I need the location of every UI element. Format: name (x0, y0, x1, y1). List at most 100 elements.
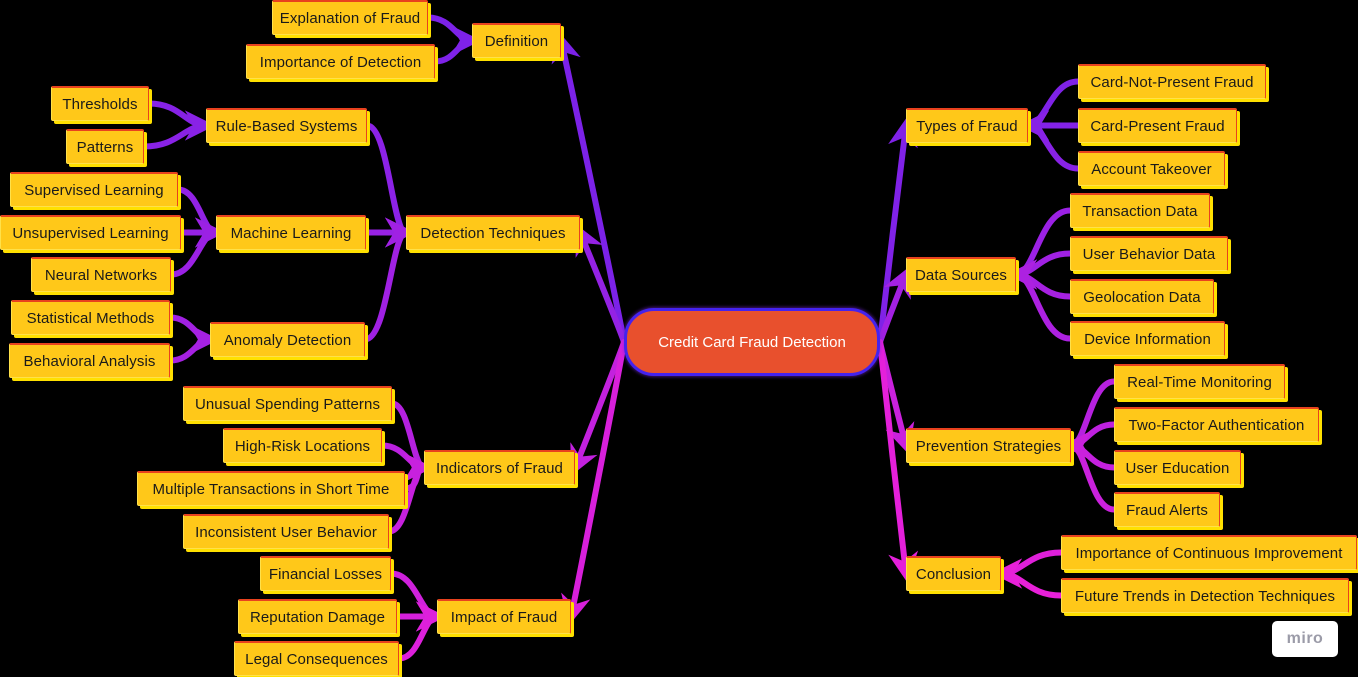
node-label: Machine Learning (230, 224, 352, 242)
node-label: Device Information (1084, 330, 1211, 348)
node-label: Statistical Methods (26, 309, 155, 327)
node-high-risk-locations[interactable]: High-Risk Locations (223, 428, 382, 463)
node-real-time-monitoring[interactable]: Real-Time Monitoring (1114, 364, 1285, 399)
node-label: High-Risk Locations (234, 437, 371, 455)
node-label: Types of Fraud (916, 117, 1018, 135)
edge-high-risk-locations-to-indicators-of-fraud (379, 442, 433, 483)
node-label: Neural Networks (44, 266, 158, 284)
edge-root-to-indicators-of-fraud (570, 339, 627, 476)
node-device-information[interactable]: Device Information (1070, 321, 1225, 356)
node-statistical-methods[interactable]: Statistical Methods (11, 300, 170, 335)
node-label: User Education (1125, 459, 1230, 477)
node-card-present-fraud[interactable]: Card-Present Fraud (1078, 108, 1237, 143)
node-account-takeover[interactable]: Account Takeover (1078, 151, 1225, 186)
node-label: Impact of Fraud (450, 608, 558, 626)
edge-root-to-impact-of-fraud (561, 339, 627, 626)
node-machine-learning[interactable]: Machine Learning (216, 215, 366, 250)
node-label: Geolocation Data (1083, 288, 1201, 306)
edge-root-to-conclusion (877, 339, 919, 583)
node-unusual-spending-patterns[interactable]: Unusual Spending Patterns (183, 386, 392, 421)
edge-legal-consequences-to-impact-of-fraud (396, 601, 446, 662)
node-conclusion[interactable]: Conclusion (906, 556, 1001, 591)
node-label: Real-Time Monitoring (1127, 373, 1272, 391)
edge-root-to-detection-techniques (575, 224, 627, 345)
edge-thresholds-to-rule-based-systems (146, 100, 215, 141)
edge-transaction-data-to-data-sources (1007, 207, 1073, 290)
node-patterns[interactable]: Patterns (66, 129, 144, 164)
edge-explanation-of-fraud-to-definition (425, 14, 481, 56)
node-label: Transaction Data (1082, 202, 1198, 220)
node-label: Unsupervised Learning (12, 224, 169, 242)
node-label: Indicators of Fraud (436, 459, 563, 477)
root-node-root[interactable]: Credit Card Fraud Detection (624, 308, 880, 376)
edge-statistical-methods-to-anomaly-detection (167, 314, 219, 355)
edge-root-to-prevention-strategies (877, 339, 915, 455)
node-importance-of-continuous-improvement[interactable]: Importance of Continuous Improvement (1061, 535, 1357, 570)
edge-unusual-spending-patterns-to-indicators-of-fraud (389, 400, 433, 483)
node-reputation-damage[interactable]: Reputation Damage (238, 599, 397, 634)
node-fraud-alerts[interactable]: Fraud Alerts (1114, 492, 1220, 527)
node-explanation-of-fraud[interactable]: Explanation of Fraud (272, 0, 428, 35)
node-unsupervised-learning[interactable]: Unsupervised Learning (0, 215, 181, 250)
node-rule-based-systems[interactable]: Rule-Based Systems (206, 108, 367, 143)
node-label: Financial Losses (268, 565, 383, 583)
node-label: Prevention Strategies (915, 437, 1062, 455)
edge-root-to-types-of-fraud (877, 116, 918, 345)
node-user-behavior-data[interactable]: User Behavior Data (1070, 236, 1228, 271)
node-behavioral-analysis[interactable]: Behavioral Analysis (9, 343, 170, 378)
node-supervised-learning[interactable]: Supervised Learning (10, 172, 178, 207)
edge-importance-of-continuous-improvement-to-conclusion (992, 549, 1064, 589)
edge-root-to-data-sources (877, 266, 911, 345)
edge-geolocation-data-to-data-sources (1007, 259, 1073, 300)
node-label: Multiple Transactions in Short Time (152, 480, 390, 498)
node-user-education[interactable]: User Education (1114, 450, 1241, 485)
edge-behavioral-analysis-to-anomaly-detection (167, 324, 219, 364)
node-inconsistent-user-behavior[interactable]: Inconsistent User Behavior (183, 514, 389, 549)
node-label: Unusual Spending Patterns (194, 395, 381, 413)
edge-financial-losses-to-impact-of-fraud (388, 570, 446, 632)
node-label: Future Trends in Detection Techniques (1074, 587, 1336, 605)
node-future-trends[interactable]: Future Trends in Detection Techniques (1061, 578, 1349, 613)
node-data-sources[interactable]: Data Sources (906, 257, 1016, 292)
node-label: Reputation Damage (249, 608, 386, 626)
edge-supervised-learning-to-machine-learning (175, 186, 225, 248)
node-card-not-present-fraud[interactable]: Card-Not-Present Fraud (1078, 64, 1266, 99)
edge-fraud-alerts-to-prevention-strategies (1062, 430, 1117, 513)
edge-multiple-transactions-to-indicators-of-fraud (402, 452, 433, 492)
node-label: User Behavior Data (1082, 245, 1216, 263)
node-multiple-transactions[interactable]: Multiple Transactions in Short Time (137, 471, 405, 506)
node-impact-of-fraud[interactable]: Impact of Fraud (437, 599, 571, 634)
node-types-of-fraud[interactable]: Types of Fraud (906, 108, 1028, 143)
node-detection-techniques[interactable]: Detection Techniques (406, 215, 580, 250)
node-label: Two-Factor Authentication (1128, 416, 1305, 434)
edge-user-education-to-prevention-strategies (1062, 430, 1117, 471)
node-label: Supervised Learning (24, 181, 164, 199)
edge-card-not-present-fraud-to-types-of-fraud (1019, 78, 1081, 141)
node-transaction-data[interactable]: Transaction Data (1070, 193, 1210, 228)
node-label: Detection Techniques (420, 224, 566, 242)
node-neural-networks[interactable]: Neural Networks (31, 257, 171, 292)
edge-importance-of-detection-to-definition (432, 25, 481, 65)
node-anomaly-detection[interactable]: Anomaly Detection (210, 322, 365, 357)
node-two-factor-authentication[interactable]: Two-Factor Authentication (1114, 407, 1319, 442)
edge-real-time-monitoring-to-prevention-strategies (1062, 378, 1117, 461)
node-thresholds[interactable]: Thresholds (51, 86, 149, 121)
edge-rule-based-systems-to-detection-techniques (364, 122, 415, 248)
edge-anomaly-detection-to-detection-techniques (362, 217, 415, 343)
node-prevention-strategies[interactable]: Prevention Strategies (906, 428, 1071, 463)
edge-future-trends-to-conclusion (992, 558, 1064, 599)
node-label: Inconsistent User Behavior (195, 523, 377, 541)
node-geolocation-data[interactable]: Geolocation Data (1070, 279, 1214, 314)
node-label: Data Sources (914, 266, 1008, 284)
edge-user-behavior-data-to-data-sources (1007, 250, 1073, 290)
node-financial-losses[interactable]: Financial Losses (260, 556, 391, 591)
node-indicators-of-fraud[interactable]: Indicators of Fraud (424, 450, 575, 485)
node-definition[interactable]: Definition (472, 23, 561, 58)
node-label: Thresholds (62, 95, 138, 113)
node-label: Credit Card Fraud Detection (658, 333, 846, 351)
node-importance-of-detection[interactable]: Importance of Detection (246, 44, 435, 79)
node-legal-consequences[interactable]: Legal Consequences (234, 641, 399, 676)
node-label: Explanation of Fraud (279, 9, 421, 27)
node-label: Patterns (76, 138, 134, 156)
